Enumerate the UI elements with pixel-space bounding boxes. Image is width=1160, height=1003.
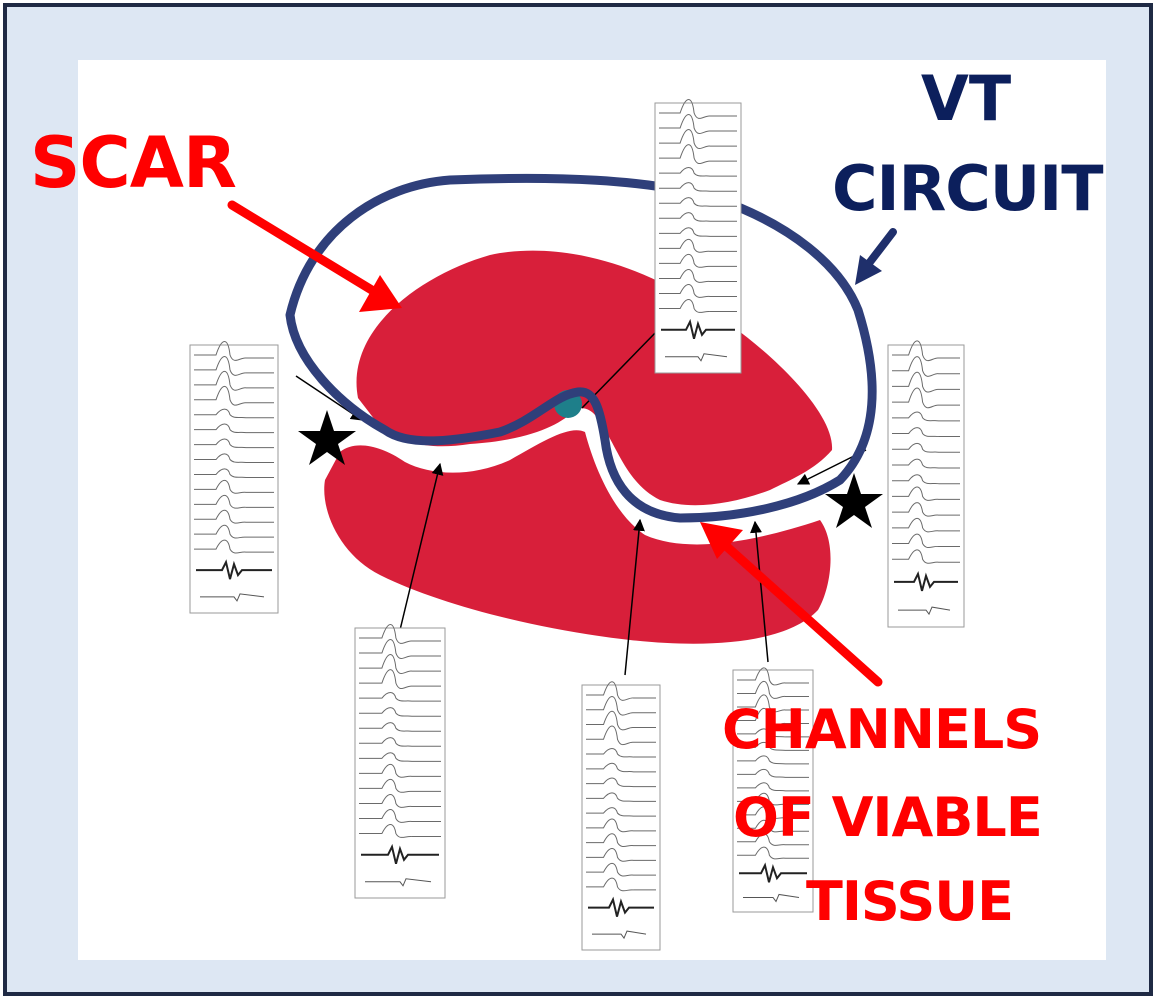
scar-label: SCAR	[30, 128, 236, 198]
channels-label-line2: OF VIABLE	[733, 791, 1042, 845]
vt-circuit-arrow	[855, 232, 893, 285]
electrogram-panel	[655, 99, 741, 373]
electrogram-panel	[190, 342, 278, 613]
vt-circuit-label-line2: CIRCUIT	[832, 158, 1103, 220]
channels-label-line3: TISSUE	[806, 875, 1013, 929]
electrogram-panel	[582, 682, 660, 950]
scar-arrow	[232, 205, 402, 312]
vt-circuit-label-line1: VT	[916, 68, 1016, 130]
electrogram-panel	[888, 341, 964, 627]
scar-tissue	[324, 251, 832, 644]
channels-label-line1: CHANNELS	[722, 703, 1041, 757]
electrogram-panel	[355, 624, 445, 898]
